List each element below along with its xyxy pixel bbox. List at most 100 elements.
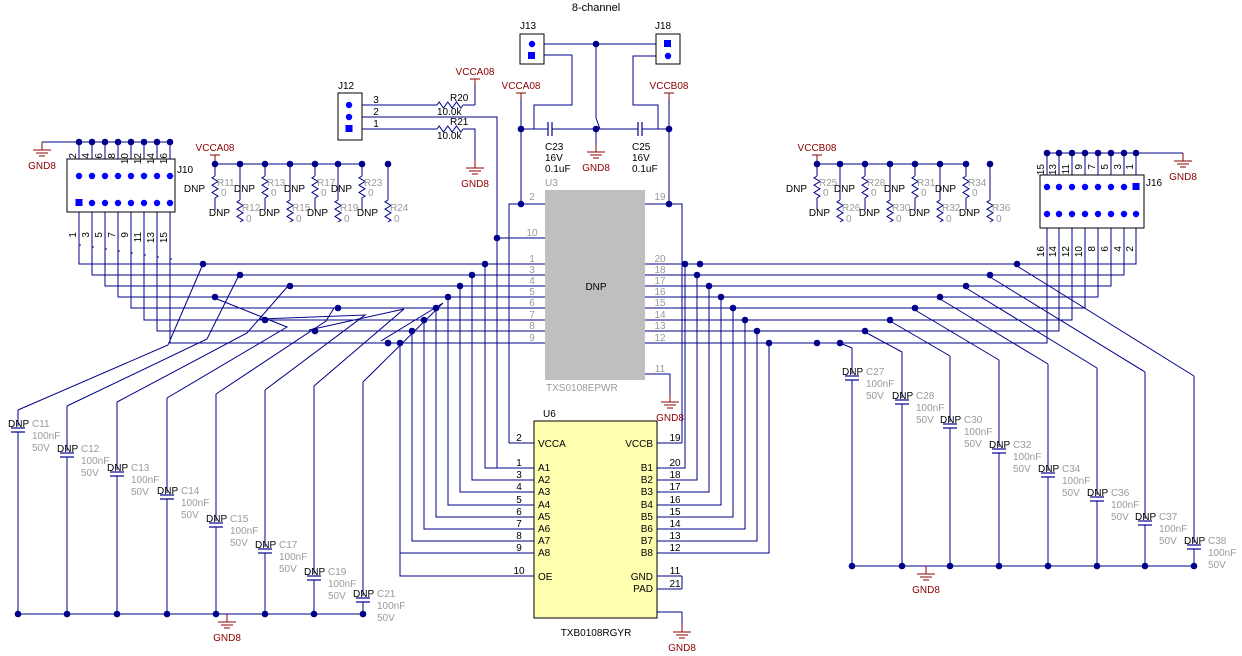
j16-bottom-pin-num: 6 [1100, 246, 1111, 252]
wire [463, 128, 476, 160]
u6-a-pin: 5 [516, 495, 522, 506]
r-right-bot-junction [836, 160, 844, 168]
u6-b-label: B6 [641, 524, 654, 535]
j12-ref: J12 [338, 81, 355, 92]
j10-top-pin-num: 8 [107, 153, 118, 159]
r-right-bot-1 [886, 199, 894, 223]
r21-value: 10.0k [437, 131, 462, 142]
r-left-top-junction [211, 160, 219, 168]
u6-vccb-feed [669, 203, 683, 443]
left-cap-ref: C19 [328, 567, 347, 578]
c23-ref: C23 [545, 142, 564, 153]
j13-pin1 [528, 52, 535, 59]
left-cap-ref: C14 [181, 486, 200, 497]
j10-bottom-pin-num: 11 [133, 232, 144, 243]
j18-pin1 [664, 40, 671, 47]
right-junction-1 [696, 260, 704, 268]
j10-top-junction [153, 138, 161, 146]
r-left-bot-dnp: DNP [357, 208, 378, 219]
r-right-bot-junction [936, 160, 944, 168]
right-bus-4 [670, 218, 1086, 309]
u6-gnd-label: GND [631, 572, 653, 583]
j13-ref: J13 [520, 21, 537, 32]
u6-b-label: B5 [641, 512, 654, 523]
left-cap-route [17, 263, 204, 411]
j10-ref: J10 [177, 165, 194, 176]
u6-a-label: A7 [538, 536, 551, 547]
u3-left-pin: 6 [529, 298, 535, 309]
right-bus-2 [670, 218, 1112, 287]
r-left-bot-junction [384, 160, 392, 168]
u6-a-pin: 4 [516, 482, 522, 493]
r-left-bot-dnp: DNP [209, 208, 230, 219]
right-cap-value: 100nF [1159, 524, 1187, 535]
r-left-bot-ref: R12 [242, 203, 261, 214]
left-cap-dnp: DNP [206, 514, 227, 525]
left-cap-value: 100nF [32, 431, 60, 442]
r-left-top-dnp: DNP [284, 184, 305, 195]
left-pull-junction [236, 271, 244, 279]
right-cap-voltage: 50V [1208, 560, 1226, 571]
r-left-bot-1 [286, 199, 294, 223]
j10-bottom-pin [101, 199, 109, 207]
r-right-bot-ref: R36 [992, 203, 1011, 214]
right-cap-value: 100nF [1111, 500, 1139, 511]
j16-top-pin-num: 3 [1113, 164, 1124, 170]
r-right-bot-val: 0 [896, 214, 902, 225]
right-pull-junction [962, 282, 970, 290]
gnd-u3-label: GND8 [656, 413, 684, 424]
r-left-bot-val: 0 [344, 214, 350, 225]
j10-top-pin [75, 172, 83, 180]
j10-top-pin [140, 172, 148, 180]
j10-bottom-pin-num: 15 [159, 232, 170, 244]
j16-top-pin-num: 5 [1100, 164, 1111, 170]
left-bus-3 [117, 207, 520, 298]
right-cap-dnp: DNP [1135, 512, 1156, 523]
u3-right-pin: 14 [654, 310, 666, 321]
r-left-bot-val: 0 [394, 214, 400, 225]
j12-pin-num: 3 [373, 95, 379, 106]
j10-bottom-pin [140, 199, 148, 207]
c23-value: 0.1uF [545, 164, 571, 175]
j16-bottom-pin [1043, 210, 1051, 218]
r-left-top-dnp: DNP [184, 184, 205, 195]
r-left-top-3 [358, 175, 366, 199]
j10-top-junction [101, 138, 109, 146]
left-cap-voltage: 50V [81, 468, 99, 479]
right-bus-6 [670, 218, 1060, 332]
r-right-top-junction [861, 160, 869, 168]
right-bus-7 [670, 218, 1048, 344]
j10-bottom-pin-num: 1 [68, 232, 79, 238]
j16-bottom-pin [1055, 210, 1063, 218]
j16-top-pin-num: 1 [1125, 164, 1136, 170]
u6-a-pin: 7 [516, 519, 522, 530]
u3-vccb-junction [665, 200, 673, 208]
j10-bottom-pin-num: 7 [107, 232, 118, 238]
left-pull-junction [199, 260, 207, 268]
left-cap-dnp: DNP [353, 589, 374, 600]
u6-b-pin: 15 [669, 507, 681, 518]
u6-a-pin: 3 [516, 470, 522, 481]
left-to-u6-6 [411, 331, 509, 542]
left-oe-route [399, 343, 509, 577]
r-left-bot-val: 0 [246, 214, 252, 225]
r-right-bot-junction [886, 160, 894, 168]
u6-b-label: B3 [641, 487, 654, 498]
u6-b-pin: 20 [669, 458, 681, 469]
right-to-u6-5 [682, 320, 746, 530]
right-pull-junction [886, 316, 894, 324]
left-cap-route [66, 274, 240, 407]
u6-a-label: A8 [538, 548, 551, 559]
r-right-bot-val: 0 [846, 214, 852, 225]
r-right-top-dnp: DNP [884, 184, 905, 195]
c23-voltage: 16V [545, 153, 563, 164]
left-cap-ref: C12 [81, 444, 100, 455]
u6-pin-oe: 10 [513, 566, 525, 577]
left-cap-value: 100nF [230, 526, 258, 537]
j16-top-junction [1068, 149, 1076, 157]
r-right-top-junction [962, 160, 970, 168]
u6-part: TXB0108RGYR [561, 628, 632, 639]
left-bus-tap [444, 293, 452, 301]
u6-ref: U6 [543, 409, 556, 420]
u6-pin-gnd: 11 [670, 566, 681, 577]
